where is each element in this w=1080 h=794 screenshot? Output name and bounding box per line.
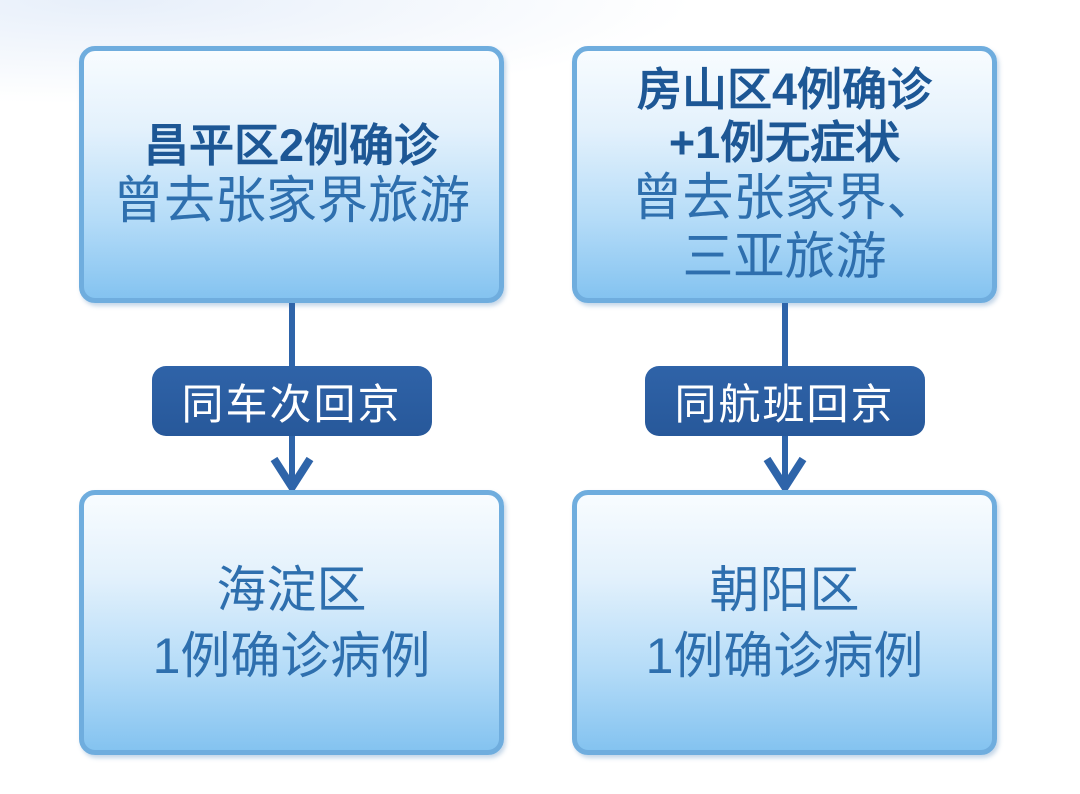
box-line: 海淀区: [216, 561, 367, 618]
box-line: 1例确诊病例: [645, 627, 924, 684]
result-box-haidian: 海淀区 1例确诊病例: [79, 490, 504, 755]
flow-column-changping: 昌平区2例确诊 曾去张家界旅游 同车次回京 海淀区 1例确诊病例: [79, 46, 504, 758]
box-title: 昌平区2例确诊: [143, 119, 440, 171]
box-title: 房山区4例确诊: [636, 63, 933, 115]
connector-right: 同航班回京: [572, 303, 997, 490]
box-subtitle: 三亚旅游: [682, 227, 887, 285]
box-subtitle: 曾去张家界、: [631, 168, 938, 226]
connector-left: 同车次回京: [79, 303, 504, 490]
source-box-fangshan: 房山区4例确诊 +1例无症状 曾去张家界、 三亚旅游: [572, 46, 997, 303]
box-line: 朝阳区: [709, 561, 860, 618]
transport-badge-flight: 同航班回京: [644, 366, 925, 436]
box-line: 1例确诊病例: [152, 627, 431, 684]
source-box-changping: 昌平区2例确诊 曾去张家界旅游: [79, 46, 504, 303]
transport-badge-train: 同车次回京: [151, 366, 432, 436]
flow-column-fangshan: 房山区4例确诊 +1例无症状 曾去张家界、 三亚旅游 同航班回京 朝阳区 1例确…: [572, 46, 997, 758]
result-box-chaoyang: 朝阳区 1例确诊病例: [572, 490, 997, 755]
box-subtitle: 曾去张家界旅游: [112, 171, 470, 229]
box-title: +1例无症状: [668, 116, 901, 168]
